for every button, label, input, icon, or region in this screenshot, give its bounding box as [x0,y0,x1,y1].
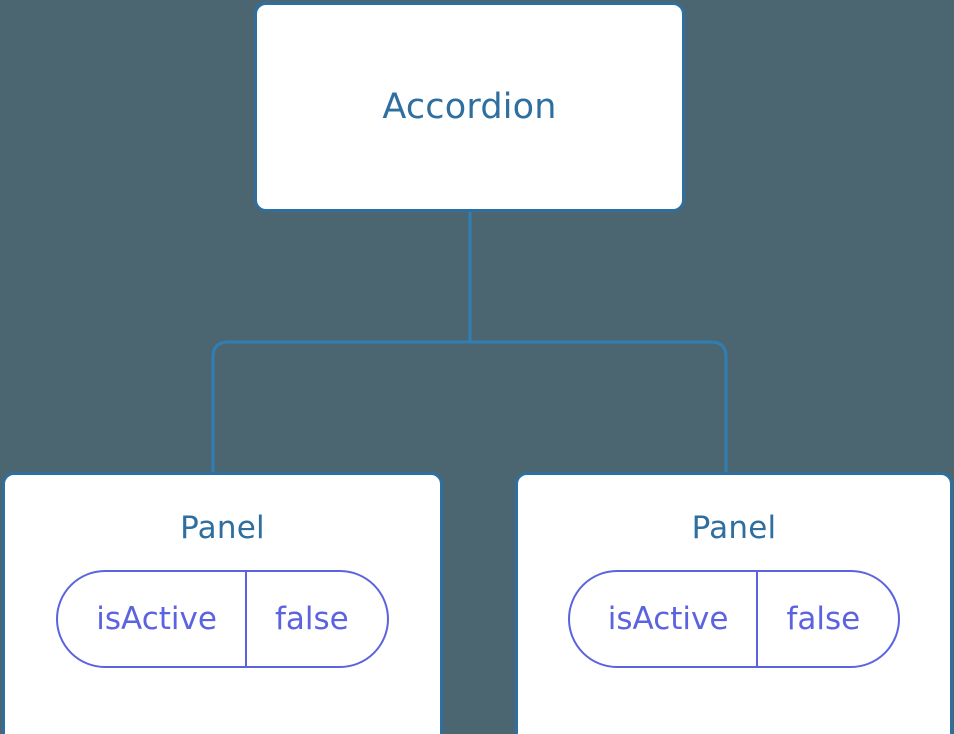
prop-badge-panel-2[interactable]: isActive false [567,570,901,668]
prop-key-isactive: isActive [607,601,729,637]
node-accordion-title: Accordion [382,86,557,127]
prop-value-isactive: false [756,572,898,666]
prop-badge-panel-1[interactable]: isActive false [56,570,389,668]
node-panel-2-title: Panel [691,510,777,546]
node-accordion[interactable]: Accordion [254,2,685,212]
node-panel-2[interactable]: Panel isActive false [515,472,953,734]
prop-key-isactive: isActive [96,601,217,637]
edge-to-panel-1 [211,340,470,474]
edge-to-panel-2 [470,340,728,474]
node-panel-1-title: Panel [180,510,265,546]
prop-value-isactive: false [244,572,387,666]
node-panel-1[interactable]: Panel isActive false [2,472,443,734]
